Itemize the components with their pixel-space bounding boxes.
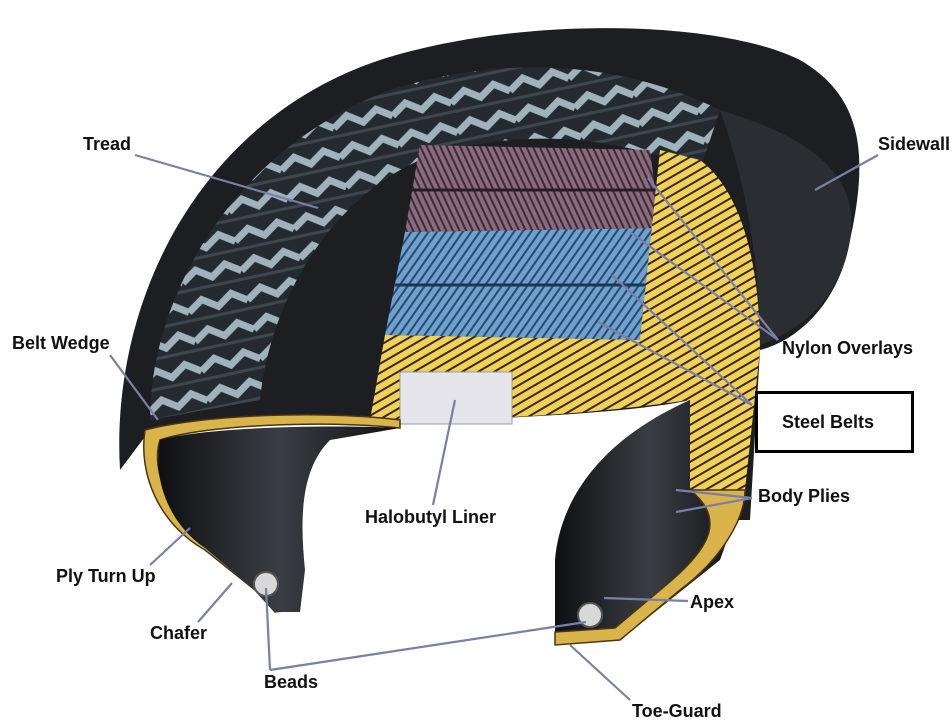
leader-toe-guard bbox=[570, 645, 630, 700]
label-ply-turn-up: Ply Turn Up bbox=[56, 565, 156, 587]
left-bead-wall bbox=[158, 427, 400, 613]
label-toe-guard: Toe-Guard bbox=[632, 700, 722, 722]
label-apex: Apex bbox=[690, 591, 734, 613]
halobutyl-liner-block bbox=[400, 372, 512, 424]
tire-body bbox=[119, 28, 859, 645]
label-chafer: Chafer bbox=[150, 622, 207, 644]
label-belt-wedge: Belt Wedge bbox=[12, 332, 110, 354]
leader-chafer bbox=[198, 583, 232, 622]
label-halobutyl-liner: Halobutyl Liner bbox=[365, 506, 496, 528]
label-beads: Beads bbox=[264, 671, 318, 693]
leader-beads-2 bbox=[270, 622, 586, 670]
label-nylon-overlays: Nylon Overlays bbox=[782, 337, 913, 359]
label-sidewall: Sidewall bbox=[878, 133, 950, 155]
label-steel-belts: Steel Belts bbox=[782, 411, 874, 433]
leader-ply-turn-up bbox=[150, 528, 190, 565]
label-body-plies: Body Plies bbox=[758, 485, 850, 507]
label-tread: Tread bbox=[83, 133, 131, 155]
